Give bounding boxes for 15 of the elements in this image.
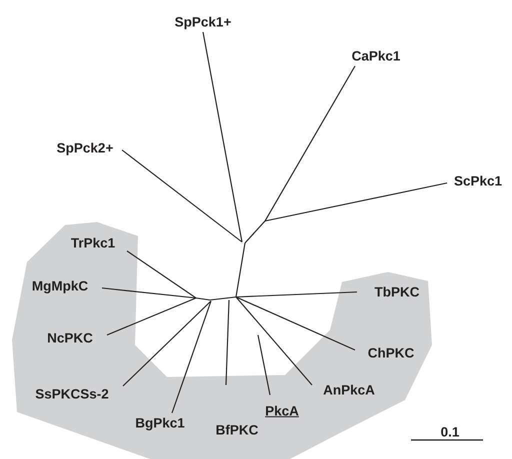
taxon-label: SsPKCSs-2 — [35, 387, 109, 401]
taxon-label: ChPKC — [368, 346, 414, 360]
taxon-label: NcPKC — [47, 331, 93, 345]
taxon-label: TbPKC — [374, 285, 420, 299]
taxon-label: MgMpkC — [32, 279, 88, 293]
taxon-label: AnPkcA — [323, 383, 375, 397]
taxon-label: TrPkc1 — [70, 236, 116, 250]
taxon-label: BfPKC — [216, 423, 258, 437]
scale-bar-label: 0.1 — [440, 425, 460, 439]
taxon-label: SpPck1+ — [174, 15, 232, 29]
taxon-label: CaPkc1 — [352, 49, 400, 63]
taxon-label: SpPck2+ — [56, 141, 114, 155]
taxon-label: BgPkc1 — [135, 416, 185, 430]
taxon-label: ScPkc1 — [454, 174, 502, 188]
taxon-label: PkcA — [265, 404, 299, 418]
